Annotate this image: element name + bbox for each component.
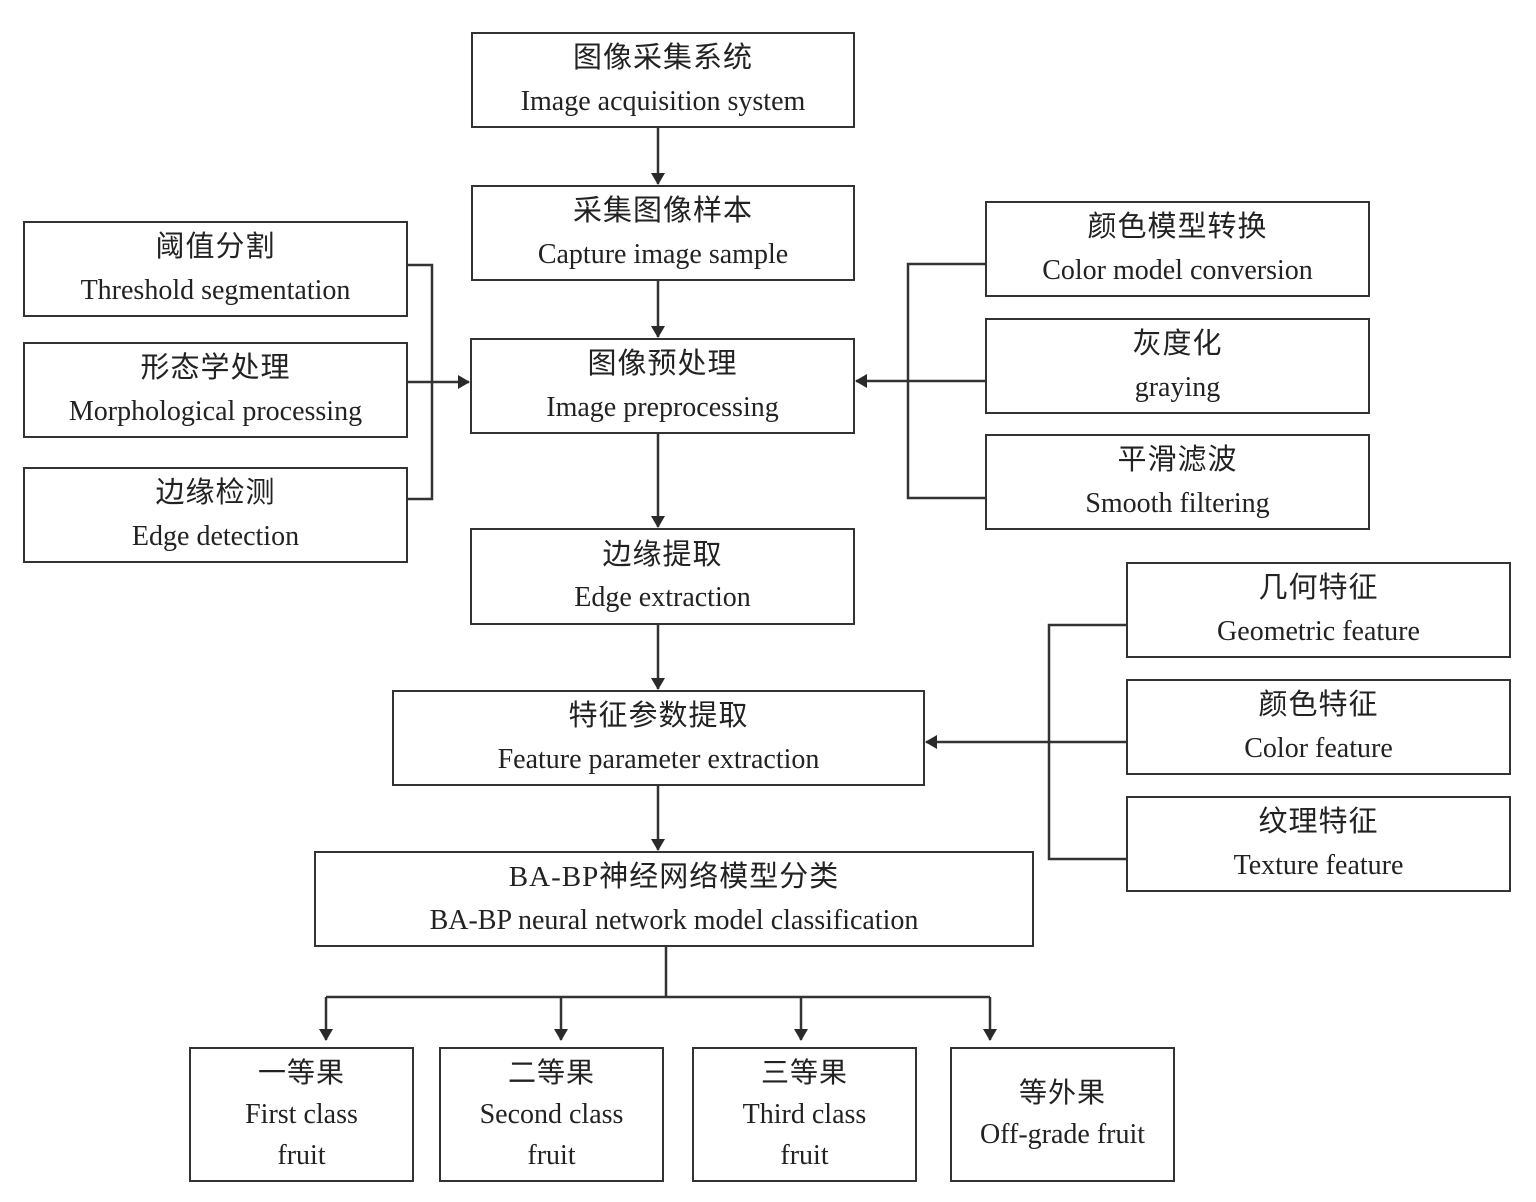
node-third-class-fruit: 三等果 Third class fruit [692,1047,917,1182]
node-label-zh: 图像采集系统 [572,42,753,75]
node-label-en: Texture feature [1233,849,1404,881]
node-color-feature: 颜色特征 Color feature [1126,679,1511,775]
node-image-acquisition-system: 图像采集系统 Image acquisition system [471,32,855,128]
node-color-model-conversion: 颜色模型转换 Color model conversion [985,201,1370,297]
node-label-zh: 边缘检测 [155,477,276,510]
node-label-en: Color feature [1244,732,1393,764]
node-ba-bp-classification: BA-BP神经网络模型分类 BA-BP neural network model… [314,851,1034,947]
node-label-en: Threshold segmentation [80,274,351,306]
node-off-grade-fruit: 等外果 Off-grade fruit [950,1047,1175,1182]
node-label-en: Third class fruit [742,1098,867,1171]
node-label-zh: 灰度化 [1132,328,1223,361]
node-label-zh: 颜色模型转换 [1087,211,1268,244]
node-capture-image-sample: 采集图像样本 Capture image sample [471,185,855,281]
node-label-zh: BA-BP神经网络模型分类 [508,861,840,894]
node-label-en: Smooth filtering [1085,487,1270,519]
node-label-zh: 纹理特征 [1258,806,1379,839]
node-label-en: Feature parameter extraction [497,743,820,775]
node-label-en: Edge extraction [574,582,751,614]
node-label-en: graying [1134,371,1221,403]
node-label-zh: 图像预处理 [587,348,738,381]
node-label-en: Image acquisition system [520,85,806,117]
node-label-en: Capture image sample [537,238,789,270]
node-label-zh: 形态学处理 [140,352,291,385]
node-label-en: Second class fruit [479,1098,624,1171]
node-morphological-processing: 形态学处理 Morphological processing [23,342,408,438]
node-geometric-feature: 几何特征 Geometric feature [1126,562,1511,658]
node-edge-detection: 边缘检测 Edge detection [23,467,408,563]
node-label-en: Image preprocessing [546,391,779,423]
node-label-en: Geometric feature [1217,615,1420,647]
node-graying: 灰度化 graying [985,318,1370,414]
node-label-zh: 一等果 [257,1057,345,1089]
node-texture-feature: 纹理特征 Texture feature [1126,796,1511,892]
node-label-en: Edge detection [131,520,300,552]
node-first-class-fruit: 一等果 First class fruit [189,1047,414,1182]
node-label-en: Color model conversion [1042,254,1313,286]
node-label-en: Off-grade fruit [979,1119,1146,1151]
node-threshold-segmentation: 阈值分割 Threshold segmentation [23,221,408,317]
node-label-zh: 等外果 [1018,1078,1106,1110]
node-label-zh: 几何特征 [1258,572,1379,605]
node-smooth-filtering: 平滑滤波 Smooth filtering [985,434,1370,530]
node-label-zh: 阈值分割 [155,231,276,264]
node-label-en: BA-BP neural network model classificatio… [429,904,919,936]
node-edge-extraction: 边缘提取 Edge extraction [470,528,855,625]
node-label-zh: 平滑滤波 [1117,444,1238,477]
node-label-en: Morphological processing [68,395,363,427]
node-label-zh: 采集图像样本 [572,195,753,228]
node-label-zh: 边缘提取 [602,538,723,571]
node-second-class-fruit: 二等果 Second class fruit [439,1047,664,1182]
node-label-zh: 三等果 [760,1057,848,1089]
node-feature-parameter-extraction: 特征参数提取 Feature parameter extraction [392,690,925,786]
node-label-zh: 特征参数提取 [568,700,749,733]
node-label-zh: 颜色特征 [1258,689,1379,722]
node-label-en: First class fruit [245,1098,358,1171]
node-label-zh: 二等果 [507,1057,595,1089]
node-image-preprocessing: 图像预处理 Image preprocessing [470,338,855,434]
